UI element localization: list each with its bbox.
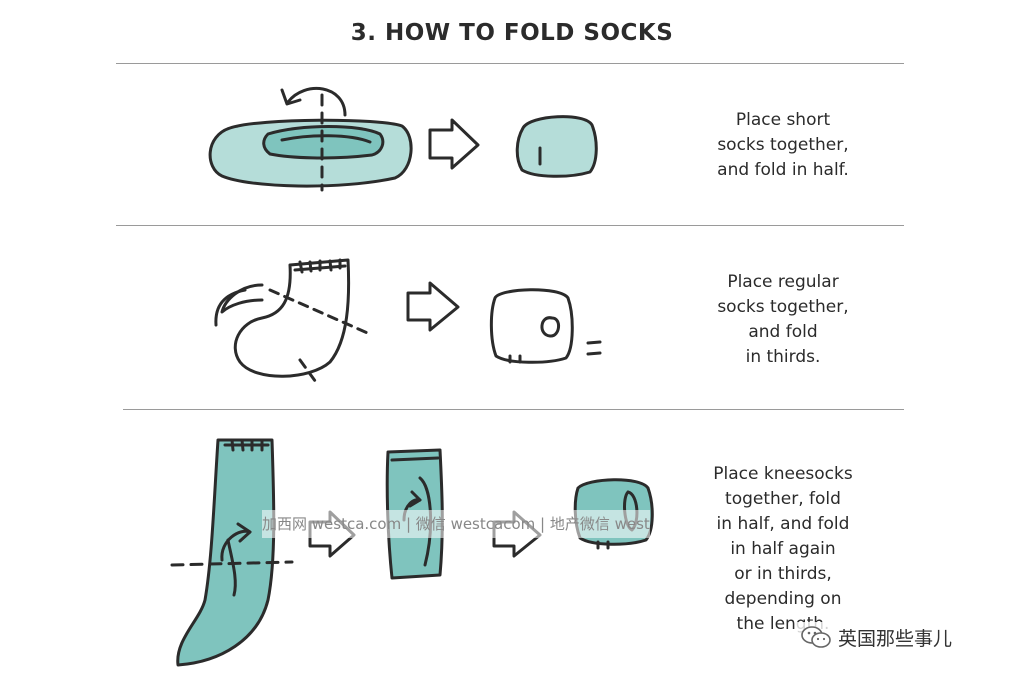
step-1-caption: Place short socks together, and fold in … <box>717 110 849 180</box>
step-3-caption: Place kneesocks together, fold in half, … <box>713 464 853 634</box>
page-title: 3. HOW TO FOLD SOCKS <box>350 20 674 46</box>
fold-line-2 <box>298 358 320 387</box>
step-kneesocks: Place kneesocks together, fold in half, … <box>0 415 1024 680</box>
watermark-text: 加西网 westca.com | 微信 westcacom | 地产微信 wes… <box>262 510 650 538</box>
curved-arrow-head <box>280 88 302 106</box>
step-short-socks: Place short socks together, and fold in … <box>0 70 1024 220</box>
step-regular-socks: Place regular socks together, and fold i… <box>0 230 1024 405</box>
fold-line-1 <box>268 288 374 337</box>
short-sock-inner <box>262 125 385 160</box>
brand-label: 英国那些事儿 <box>838 627 953 650</box>
wechat-icon <box>801 626 831 648</box>
divider-top <box>116 63 904 64</box>
arrow-right-2 <box>406 281 460 332</box>
sock-toe-flap <box>214 288 247 327</box>
divider-bottom <box>123 409 904 410</box>
short-sock-illustration <box>208 86 598 192</box>
step-2-caption: Place regular socks together, and fold i… <box>717 272 849 367</box>
sock-heel-flap <box>220 283 264 314</box>
arrow-right-1 <box>428 118 480 170</box>
fold-line-knee <box>170 560 294 567</box>
regular-sock-illustration <box>214 258 602 387</box>
kneesock-illustration <box>170 438 654 667</box>
brand-badge: 英国那些事儿 <box>796 622 957 652</box>
rolled-sock <box>489 288 574 364</box>
divider-middle <box>116 225 904 226</box>
kneesock-body <box>176 438 276 667</box>
folded-short-sock <box>515 115 598 178</box>
curved-arrow <box>286 86 347 117</box>
short-sock-opening <box>280 134 372 144</box>
